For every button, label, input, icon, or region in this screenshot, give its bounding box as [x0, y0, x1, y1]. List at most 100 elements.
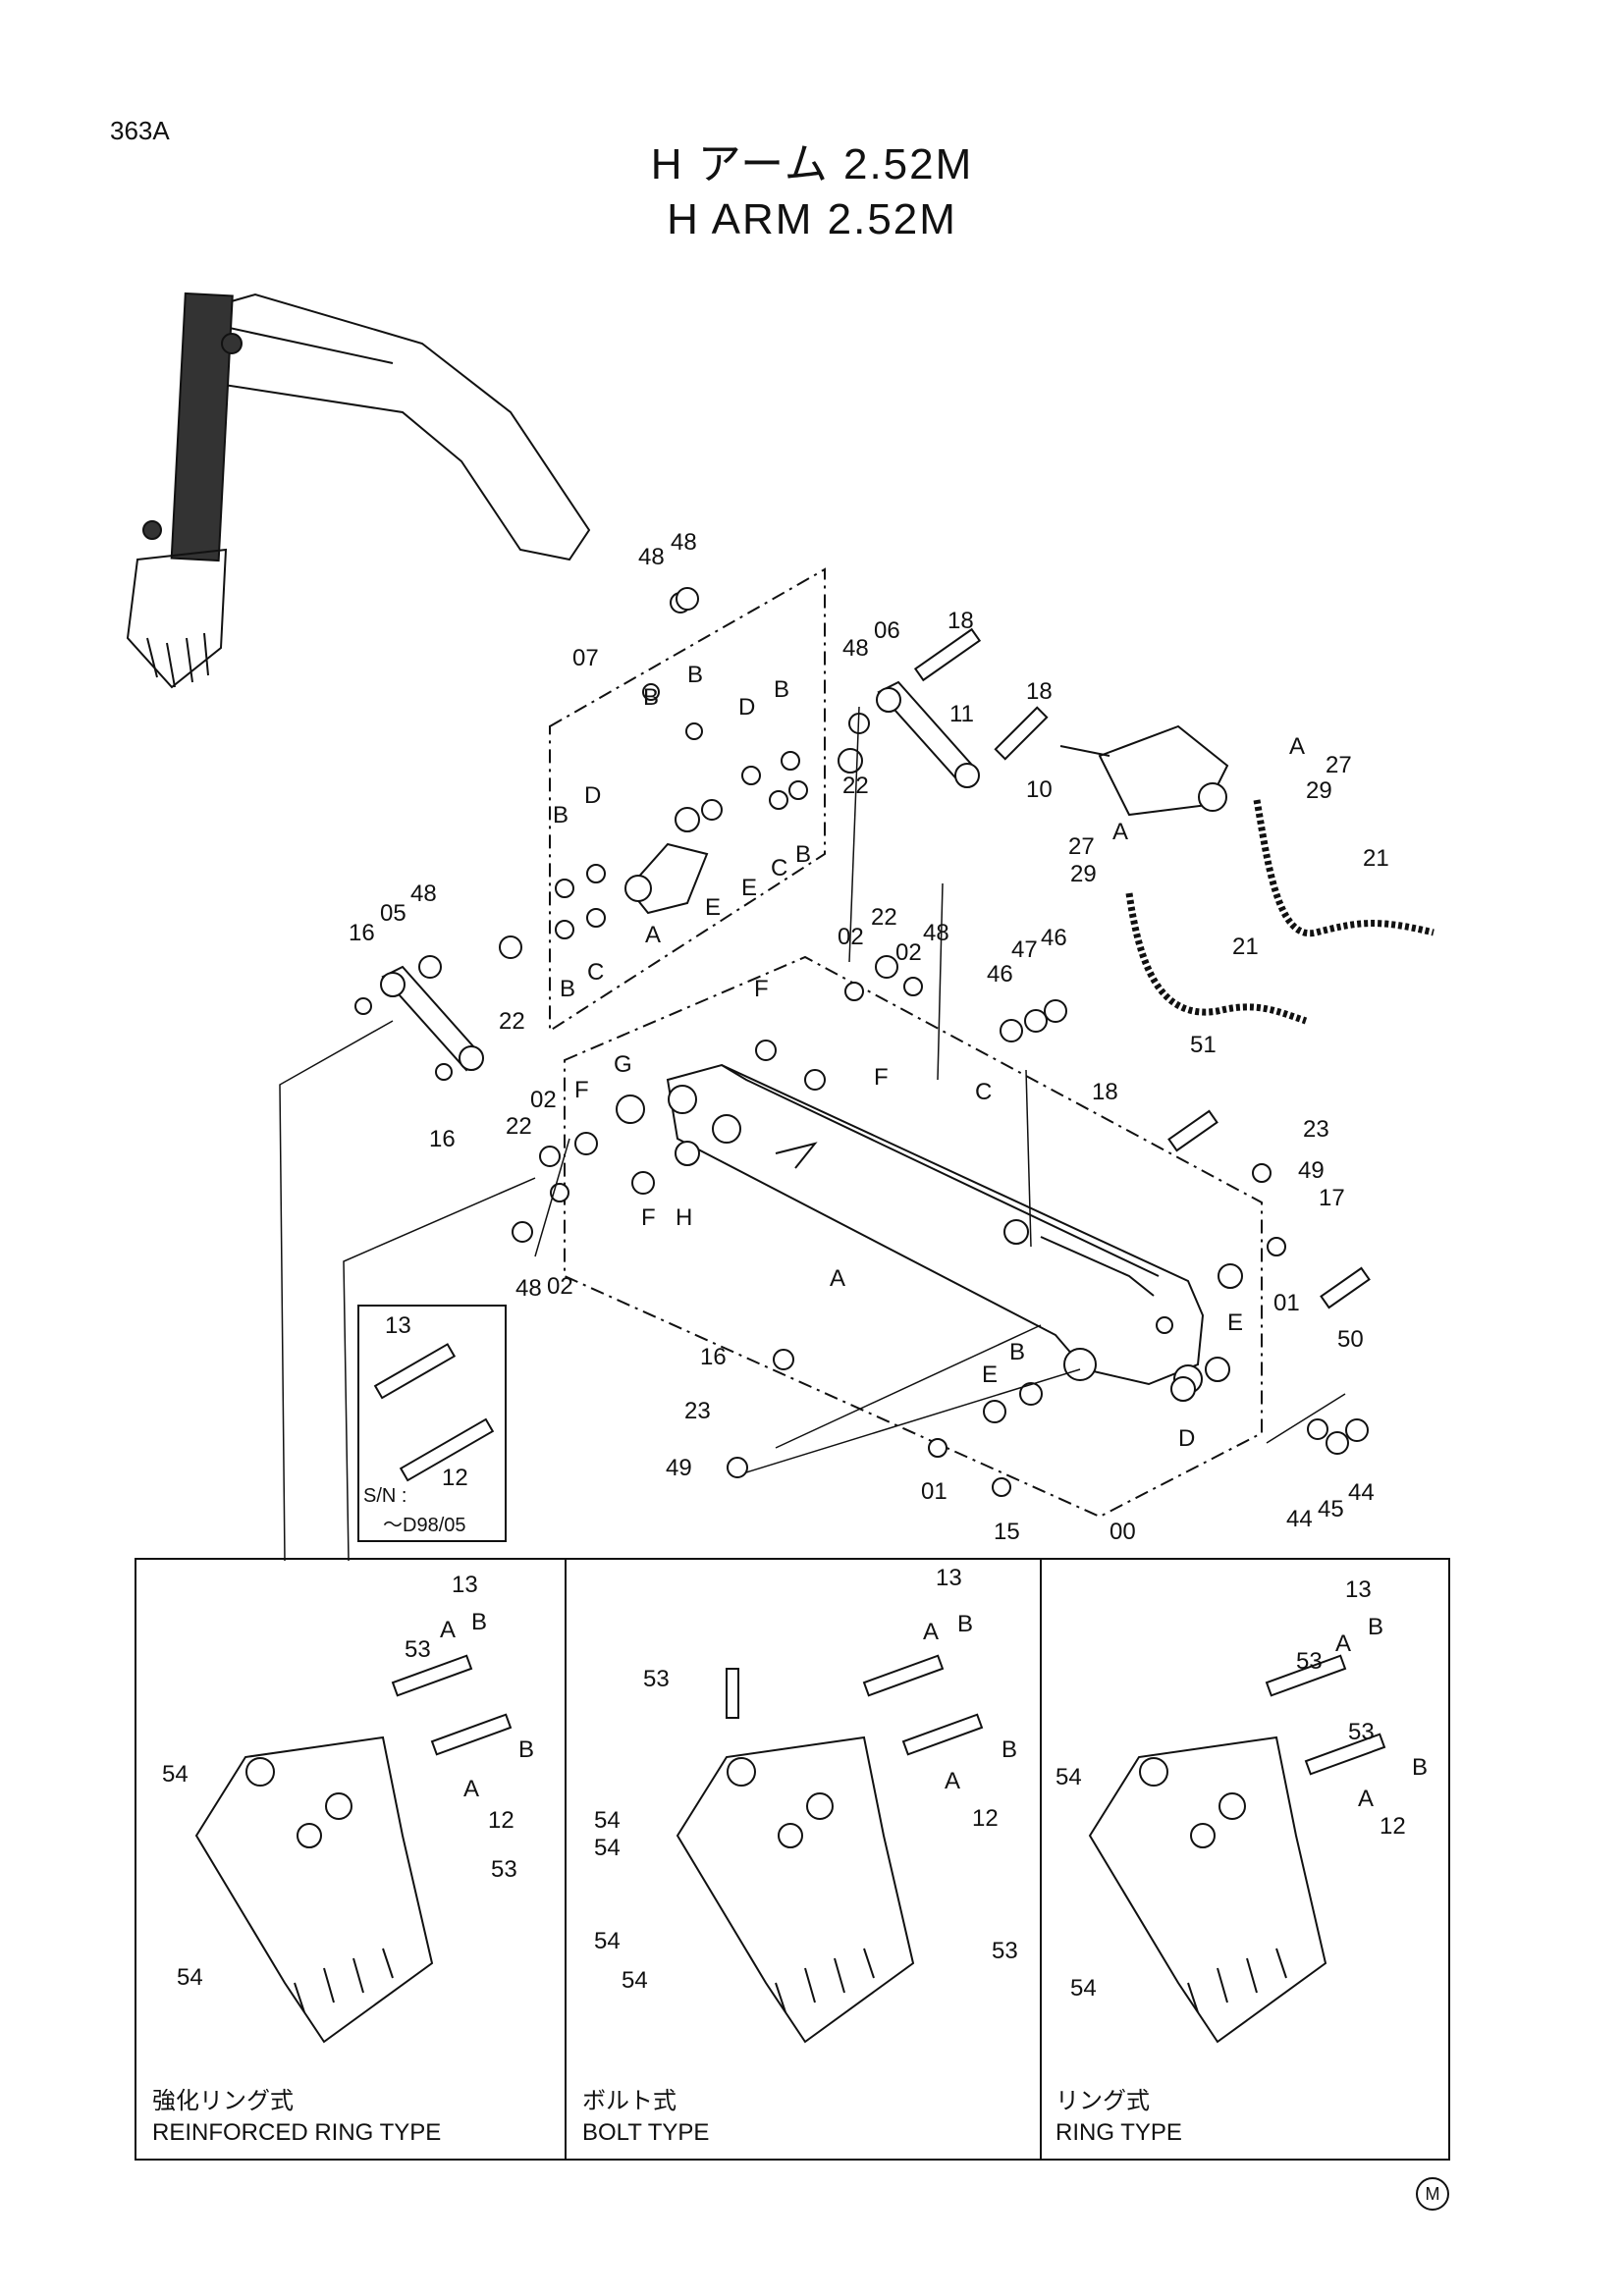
callout-B: B — [1001, 1736, 1017, 1763]
callout-16: 16 — [700, 1344, 727, 1370]
pins — [913, 627, 1371, 1309]
callout-54: 54 — [622, 1967, 648, 1994]
callout-15: 15 — [994, 1519, 1020, 1545]
link-assembly-07 — [624, 799, 723, 915]
callout-48: 48 — [410, 881, 437, 907]
panel-caption-en: REINFORCED RING TYPE — [152, 2119, 442, 2146]
title-english: H ARM 2.52M — [667, 195, 957, 243]
callout-D: D — [584, 782, 601, 809]
serial-label: S/N : — [363, 1485, 406, 1507]
panel-caption-bolt: ボルト式 BOLT TYPE — [582, 2086, 709, 2149]
callout-E: E — [705, 894, 721, 921]
callout-23: 23 — [1303, 1116, 1329, 1143]
callout-48: 48 — [638, 544, 665, 570]
callout-A: A — [830, 1265, 845, 1292]
callout-48: 48 — [515, 1275, 542, 1302]
callout-05: 05 — [380, 900, 406, 927]
callout-54: 54 — [162, 1761, 189, 1788]
callout-54: 54 — [1056, 1764, 1082, 1790]
callout-27: 27 — [1068, 833, 1095, 860]
callout-B: B — [1009, 1339, 1025, 1365]
callout-47: 47 — [1011, 936, 1038, 963]
callout-B: B — [1368, 1614, 1383, 1640]
panel-caption-jp: リング式 — [1056, 2088, 1150, 2114]
callout-44: 44 — [1348, 1479, 1375, 1506]
callout-12: 12 — [442, 1465, 468, 1491]
callout-A: A — [440, 1617, 456, 1643]
callout-12: 12 — [488, 1807, 514, 1834]
callout-49: 49 — [1298, 1157, 1325, 1184]
bucket-panels-frame — [135, 1558, 1450, 2161]
link-06 — [876, 680, 980, 788]
panel-caption-jp: 強化リング式 — [152, 2088, 294, 2114]
callout-C: C — [587, 959, 604, 986]
callout-54: 54 — [1070, 1975, 1097, 2002]
callout-01: 01 — [921, 1478, 947, 1505]
leader-lines — [279, 706, 1346, 1562]
callout-A: A — [1358, 1786, 1374, 1812]
callout-A: A — [463, 1776, 479, 1802]
callout-12: 12 — [1380, 1813, 1406, 1840]
callout-23: 23 — [684, 1398, 711, 1424]
callout-02: 02 — [895, 939, 922, 966]
callout-D: D — [1178, 1425, 1195, 1452]
callout-54: 54 — [177, 1964, 203, 1991]
callout-11: 11 — [949, 701, 974, 727]
callout-48: 48 — [923, 920, 949, 946]
panel-caption-reinforced-ring: 強化リング式 REINFORCED RING TYPE — [152, 2086, 441, 2149]
callout-D: D — [738, 694, 755, 721]
callout-53: 53 — [1348, 1719, 1375, 1745]
callout-53: 53 — [405, 1636, 431, 1663]
inset-pins — [373, 1343, 495, 1482]
callout-F: F — [574, 1077, 589, 1103]
callout-F: F — [754, 976, 769, 1002]
panel-caption-en: RING TYPE — [1056, 2119, 1182, 2146]
callout-27: 27 — [1326, 752, 1352, 778]
callout-22: 22 — [499, 1008, 525, 1035]
hose-assembly-21 — [1059, 724, 1435, 1025]
callout-B: B — [795, 841, 811, 868]
callout-53: 53 — [643, 1666, 670, 1692]
callout-54: 54 — [594, 1928, 621, 1954]
title-japanese: H アーム 2.52M — [650, 140, 974, 188]
callout-53: 53 — [491, 1856, 517, 1883]
callout-13: 13 — [385, 1312, 411, 1339]
callout-A: A — [1112, 819, 1128, 845]
callout-E: E — [982, 1362, 998, 1388]
link-05 — [380, 965, 484, 1072]
bushings-washers — [354, 587, 1369, 1497]
callout-02: 02 — [530, 1087, 557, 1113]
callout-labels: 48 48 07 B B D B 48 06 18 11 18 10 22 B … — [162, 529, 1428, 2002]
callout-B: B — [774, 676, 789, 703]
circled-m-mark: M — [1416, 2177, 1449, 2211]
excavator-overview — [126, 292, 591, 689]
callout-A: A — [1289, 733, 1305, 760]
callout-44: 44 — [1286, 1506, 1313, 1532]
callout-F: F — [641, 1204, 656, 1231]
callout-46: 46 — [987, 961, 1013, 988]
bucket-reinforced-ring — [194, 1654, 513, 2044]
callout-29: 29 — [1306, 777, 1332, 804]
arm-body — [666, 1063, 1230, 1394]
callout-E: E — [1227, 1309, 1243, 1336]
callout-A: A — [923, 1619, 939, 1645]
callout-46: 46 — [1041, 925, 1067, 951]
callout-22: 22 — [871, 904, 897, 931]
callout-12: 12 — [972, 1805, 999, 1832]
page-title: H アーム 2.52M H ARM 2.52M — [0, 137, 1624, 247]
panel-caption-ring: リング式 RING TYPE — [1056, 2086, 1182, 2149]
callout-16: 16 — [429, 1126, 456, 1152]
panel-caption-en: BOLT TYPE — [582, 2119, 710, 2146]
callout-13: 13 — [1345, 1576, 1372, 1603]
callout-A: A — [645, 922, 661, 948]
callout-01: 01 — [1273, 1290, 1300, 1316]
callout-H: H — [676, 1204, 692, 1231]
callout-E: E — [741, 875, 757, 901]
panel-caption-jp: ボルト式 — [582, 2088, 677, 2114]
callout-29: 29 — [1070, 861, 1097, 887]
serial-inset-box — [357, 1305, 507, 1542]
callout-18: 18 — [947, 608, 974, 634]
callout-06: 06 — [874, 617, 900, 644]
assembly-07-outline — [549, 567, 826, 1033]
